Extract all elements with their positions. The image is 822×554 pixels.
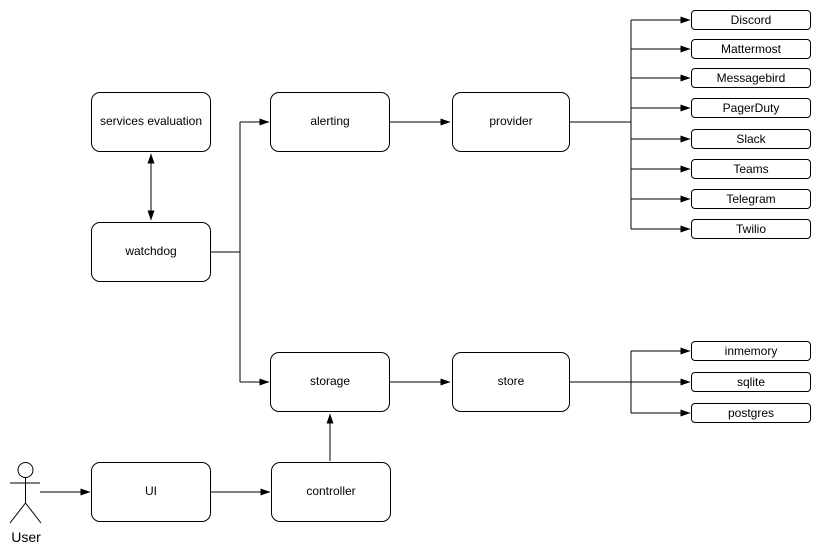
node-services-evaluation: services evaluation (91, 92, 211, 152)
provider-item-discord: Discord (691, 10, 811, 30)
provider-item-twilio: Twilio (691, 219, 811, 239)
item-label: postgres (727, 406, 775, 420)
provider-item-telegram: Telegram (691, 189, 811, 209)
node-storage: storage (270, 352, 390, 412)
node-label: storage (309, 374, 351, 389)
item-label: Mattermost (720, 42, 781, 56)
node-ui: UI (91, 462, 211, 522)
provider-item-messagebird: Messagebird (691, 68, 811, 88)
item-label: Twilio (735, 222, 766, 236)
node-label: UI (145, 484, 157, 499)
node-provider: provider (452, 92, 570, 152)
provider-item-slack: Slack (691, 129, 811, 149)
node-label: store (497, 374, 525, 389)
node-label: controller (306, 484, 356, 499)
item-label: PagerDuty (722, 101, 780, 115)
item-label: sqlite (736, 375, 765, 389)
user-actor-icon (9, 462, 42, 524)
store-item-inmemory: inmemory (691, 341, 811, 361)
store-item-postgres: postgres (691, 403, 811, 423)
user-actor-label: User (11, 529, 41, 545)
node-label: services evaluation (99, 114, 203, 129)
node-alerting: alerting (270, 92, 390, 152)
item-label: Messagebird (716, 71, 786, 85)
item-label: Teams (733, 162, 769, 176)
provider-item-pagerduty: PagerDuty (691, 98, 811, 118)
node-label: alerting (310, 114, 350, 129)
provider-item-teams: Teams (691, 159, 811, 179)
item-label: Slack (736, 132, 766, 146)
store-item-sqlite: sqlite (691, 372, 811, 392)
node-controller: controller (271, 462, 391, 522)
node-label: watchdog (125, 244, 177, 259)
item-label: Telegram (726, 192, 776, 206)
node-label: provider (489, 114, 533, 129)
item-label: Discord (730, 13, 772, 27)
node-store: store (452, 352, 570, 412)
node-watchdog: watchdog (91, 222, 211, 282)
provider-item-mattermost: Mattermost (691, 39, 811, 59)
item-label: inmemory (724, 344, 778, 358)
